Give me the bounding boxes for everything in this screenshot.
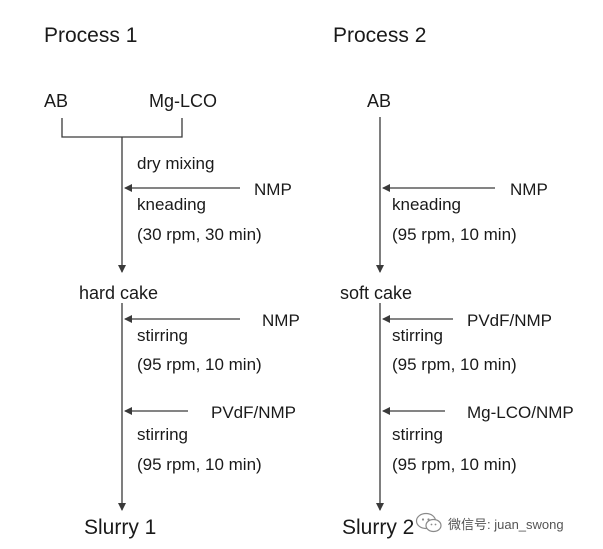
process2-step3-params: (95 rpm, 10 min) [392, 455, 517, 474]
process1-step3-add: PVdF/NMP [211, 403, 297, 422]
process1-input-ab: AB [44, 91, 69, 111]
process2-step1-params: (95 rpm, 10 min) [392, 225, 517, 244]
process1-step3-params: (95 rpm, 10 min) [137, 455, 262, 474]
process2-step2-params: (95 rpm, 10 min) [392, 355, 517, 374]
process2-step1-name: kneading [392, 195, 462, 214]
process1-step1-params: (30 rpm, 30 min) [137, 225, 262, 244]
process1-step3-name: stirring [137, 425, 189, 444]
process1-input-mglco: Mg-LCO [149, 91, 218, 111]
process1-step1-name: kneading [137, 195, 207, 214]
p1-merge-bracket [61, 118, 183, 138]
process2-title: Process 2 [333, 24, 427, 47]
process2-output: Slurry 2 [342, 516, 415, 539]
process1-step1-add: NMP [254, 180, 292, 199]
process1-intermediate: hard cake [79, 283, 159, 303]
process1-output: Slurry 1 [84, 516, 157, 539]
process2-step1-add: NMP [510, 180, 548, 199]
process2-input-ab: AB [367, 91, 392, 111]
process2-step3-add: Mg-LCO/NMP [467, 403, 574, 422]
process1-step2-add: NMP [262, 311, 300, 330]
process2-step2-name: stirring [392, 326, 444, 345]
watermark: 微信号: juan_swong [415, 512, 564, 534]
process1-step2-name: stirring [137, 326, 189, 345]
process1-title: Process 1 [44, 24, 138, 47]
process2-step2-add: PVdF/NMP [467, 311, 553, 330]
process1-step1-label: dry mixing [137, 154, 215, 173]
process1-step2-params: (95 rpm, 10 min) [137, 355, 262, 374]
wechat-icon [415, 512, 442, 533]
process2-intermediate: soft cake [340, 283, 413, 303]
process2-step3-name: stirring [392, 425, 444, 444]
watermark-text: 微信号: juan_swong [448, 516, 564, 532]
